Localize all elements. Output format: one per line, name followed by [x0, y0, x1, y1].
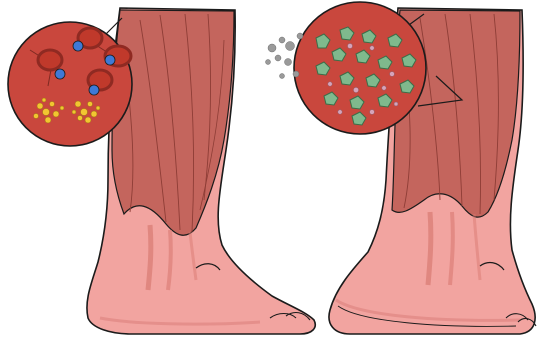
left-zoom-circle: [8, 18, 132, 146]
